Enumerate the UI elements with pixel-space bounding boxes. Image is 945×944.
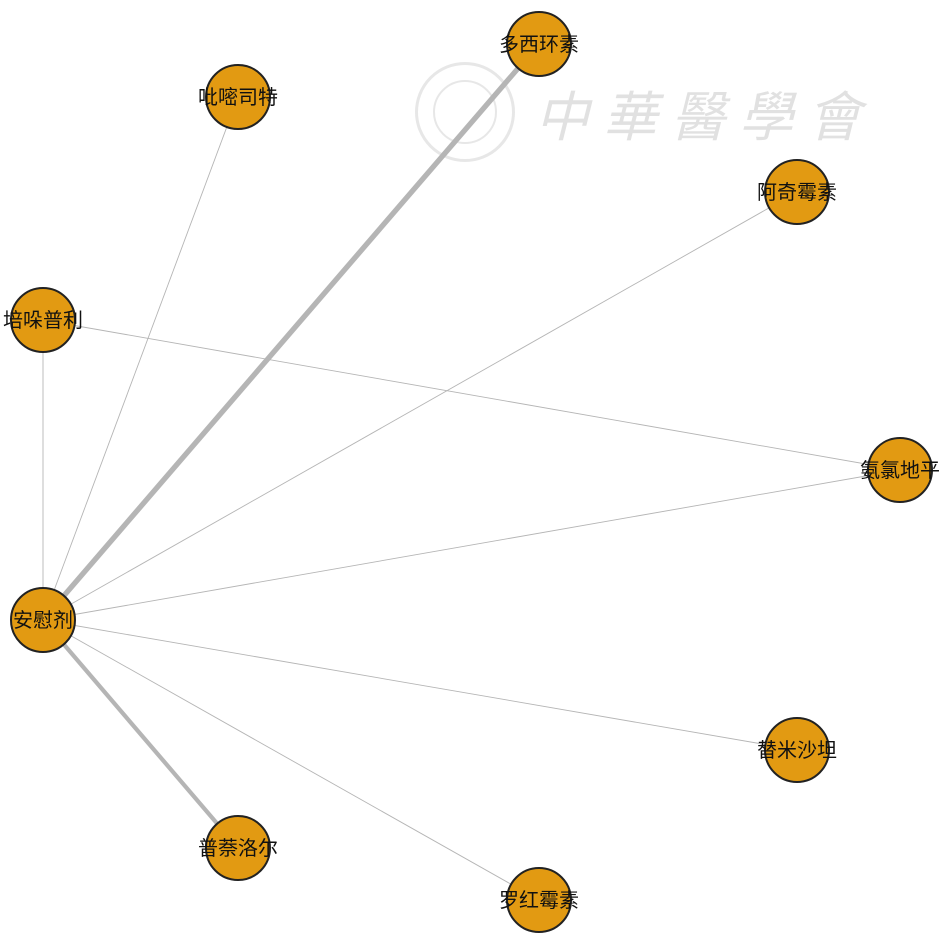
- node-circle: [10, 287, 76, 353]
- edge-placebo-azithromycin: [42, 191, 798, 621]
- node-circle: [506, 867, 572, 933]
- node-circle: [506, 11, 572, 77]
- node-circle: [764, 717, 830, 783]
- node-circle: [205, 815, 271, 881]
- node-label: 替米沙坦: [757, 738, 837, 762]
- node-placebo[interactable]: 安慰剂: [10, 587, 76, 653]
- edge-placebo-propranolol: [41, 618, 240, 850]
- node-label: 安慰剂: [13, 608, 73, 632]
- node-roxithromycin[interactable]: 罗红霉素: [499, 867, 579, 933]
- node-label: 阿奇霉素: [757, 180, 837, 204]
- edge-placebo-pemirolast: [42, 96, 239, 621]
- node-label: 普萘洛尔: [198, 836, 278, 860]
- node-propranolol[interactable]: 普萘洛尔: [198, 815, 278, 881]
- node-telmisartan[interactable]: 替米沙坦: [757, 717, 837, 783]
- node-doxycycline[interactable]: 多西环素: [499, 11, 579, 77]
- watermark-text: 中華醫學會: [535, 85, 875, 149]
- node-circle: [764, 159, 830, 225]
- node-circle: [867, 437, 933, 503]
- node-azithromycin[interactable]: 阿奇霉素: [757, 159, 837, 225]
- node-pemirolast[interactable]: 吡嘧司特: [198, 64, 278, 130]
- edge-placebo-telmisartan: [42, 619, 798, 751]
- edge-placebo-roxithromycin: [42, 619, 540, 901]
- edge-placebo-amlodipine: [42, 469, 901, 621]
- seal-logo: [415, 62, 515, 162]
- node-amlodipine[interactable]: 氨氯地平: [860, 437, 940, 503]
- watermark: 中華醫學會: [415, 62, 875, 162]
- edge-placebo-doxycycline: [40, 42, 542, 622]
- edge-perindopril-amlodipine: [42, 319, 901, 471]
- node-circle: [10, 587, 76, 653]
- node-label: 培哚普利: [3, 308, 83, 332]
- node-label: 罗红霉素: [499, 888, 579, 912]
- node-label: 氨氯地平: [860, 458, 940, 482]
- node-label: 吡嘧司特: [198, 85, 278, 109]
- node-perindopril[interactable]: 培哚普利: [3, 287, 83, 353]
- node-label: 多西环素: [499, 32, 579, 56]
- node-circle: [205, 64, 271, 130]
